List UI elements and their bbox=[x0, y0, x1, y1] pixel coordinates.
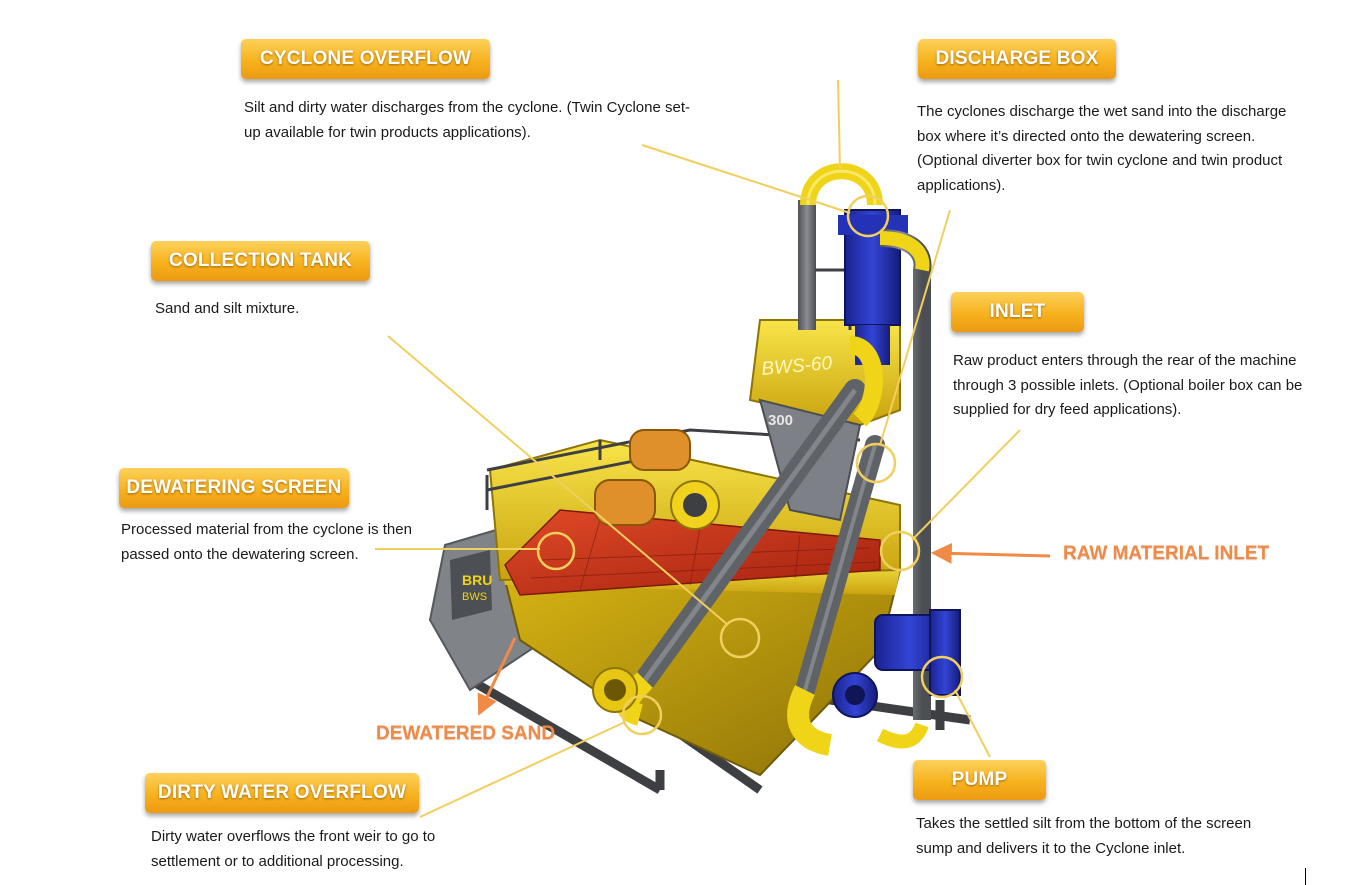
leader-dirty-water bbox=[419, 721, 626, 818]
leader-discharge-box-2 bbox=[879, 209, 951, 446]
leader-lines bbox=[375, 79, 1021, 818]
cyclone-overflow-pipe bbox=[800, 163, 883, 206]
pump-desc-line: sump and delivers it to the Cyclone inle… bbox=[916, 839, 1186, 857]
model-side-text: 300 bbox=[768, 412, 793, 429]
discharge-box-desc-line: applications). bbox=[917, 176, 1006, 194]
discharge-box-description: The cyclones discharge the wet sand into… bbox=[917, 100, 1317, 198]
leader-cyclone-overflow bbox=[641, 144, 851, 214]
cyclone-overflow-badge: CYCLONE OVERFLOW bbox=[241, 39, 490, 79]
pump-badge: PUMP bbox=[913, 760, 1046, 800]
collection-tank-badge: COLLECTION TANK bbox=[151, 241, 370, 281]
callout-circle-discharge-box bbox=[855, 442, 897, 484]
text-cursor bbox=[1305, 868, 1306, 885]
inlet-desc-line: supplied for dry feed applications). bbox=[953, 401, 1182, 418]
cyclone-overflow-desc-line: up available for twin products applicati… bbox=[244, 123, 531, 141]
inlet-description: Raw product enters through the rear of t… bbox=[953, 349, 1343, 423]
dewatering-screen-desc-line: Processed material from the cyclone is t… bbox=[121, 521, 412, 538]
vibrator-motors bbox=[594, 429, 720, 530]
dirty-water-overflow-desc-line: settlement or to additional processing. bbox=[151, 852, 404, 870]
raw-material-inlet-arrow bbox=[930, 542, 1051, 564]
callout-circle-inlet bbox=[879, 530, 921, 572]
cyclone-overflow-desc-line: Silt and dirty water discharges from the… bbox=[244, 99, 691, 116]
discharge-box-desc-line: (Optional diverter box for twin cyclone … bbox=[917, 152, 1283, 169]
pump-desc-line: Takes the settled silt from the bottom o… bbox=[916, 815, 1252, 832]
leader-discharge-box bbox=[837, 79, 841, 171]
dewatering-screen-desc-line: passed onto the dewatering screen. bbox=[121, 545, 359, 563]
dirty-water-overflow-badge: DIRTY WATER OVERFLOW bbox=[145, 773, 419, 813]
brand-text: BRU bbox=[462, 572, 492, 588]
inlet-badge: INLET bbox=[951, 292, 1084, 332]
inlet-desc-line: through 3 possible inlets. (Optional boi… bbox=[953, 376, 1303, 394]
leader-collection-tank bbox=[387, 335, 729, 626]
pump-description: Takes the settled silt from the bottom o… bbox=[916, 812, 1276, 861]
leader-pump bbox=[954, 689, 991, 758]
discharge-box-desc-line: box where it’s directed onto the dewater… bbox=[917, 127, 1256, 145]
screen-panel bbox=[504, 509, 881, 596]
inlet-desc-line: Raw product enters through the rear of t… bbox=[953, 352, 1297, 369]
raw-material-inlet-label: RAW MATERIAL INLET bbox=[1063, 543, 1270, 564]
leader-inlet bbox=[911, 429, 1021, 541]
callout-circle-dewatering-screen bbox=[536, 531, 576, 571]
callout-circle-cyclone-overflow bbox=[846, 194, 890, 238]
cyclone-overflow-description: Silt and dirty water discharges from the… bbox=[244, 96, 704, 145]
dewatering-screen-description: Processed material from the cyclone is t… bbox=[121, 518, 441, 567]
pump-unit bbox=[832, 609, 961, 718]
diagonal-pipes bbox=[634, 336, 885, 700]
discharge-box-desc-line: The cyclones discharge the wet sand into… bbox=[917, 103, 1287, 120]
discharge-box-badge: DISCHARGE BOX bbox=[918, 39, 1116, 79]
callout-circles bbox=[536, 194, 964, 736]
dirty-water-overflow-description: Dirty water overflows the front weir to … bbox=[151, 825, 471, 874]
collection-tank-description: Sand and silt mixture. bbox=[155, 297, 405, 322]
callout-circle-pump bbox=[920, 655, 964, 699]
brand-subtext: BWS bbox=[462, 591, 487, 603]
dewatered-sand-arrow bbox=[477, 637, 517, 716]
callout-circle-dirty-water bbox=[621, 694, 663, 736]
collection-tank-desc-line: Sand and silt mixture. bbox=[155, 300, 300, 317]
dewatering-screen-badge: DEWATERING SCREEN bbox=[119, 468, 349, 508]
dewatered-sand-label: DEWATERED SAND bbox=[376, 723, 556, 744]
dirty-water-overflow-desc-line: Dirty water overflows the front weir to … bbox=[151, 828, 436, 845]
callout-circle-collection-tank bbox=[719, 617, 761, 659]
